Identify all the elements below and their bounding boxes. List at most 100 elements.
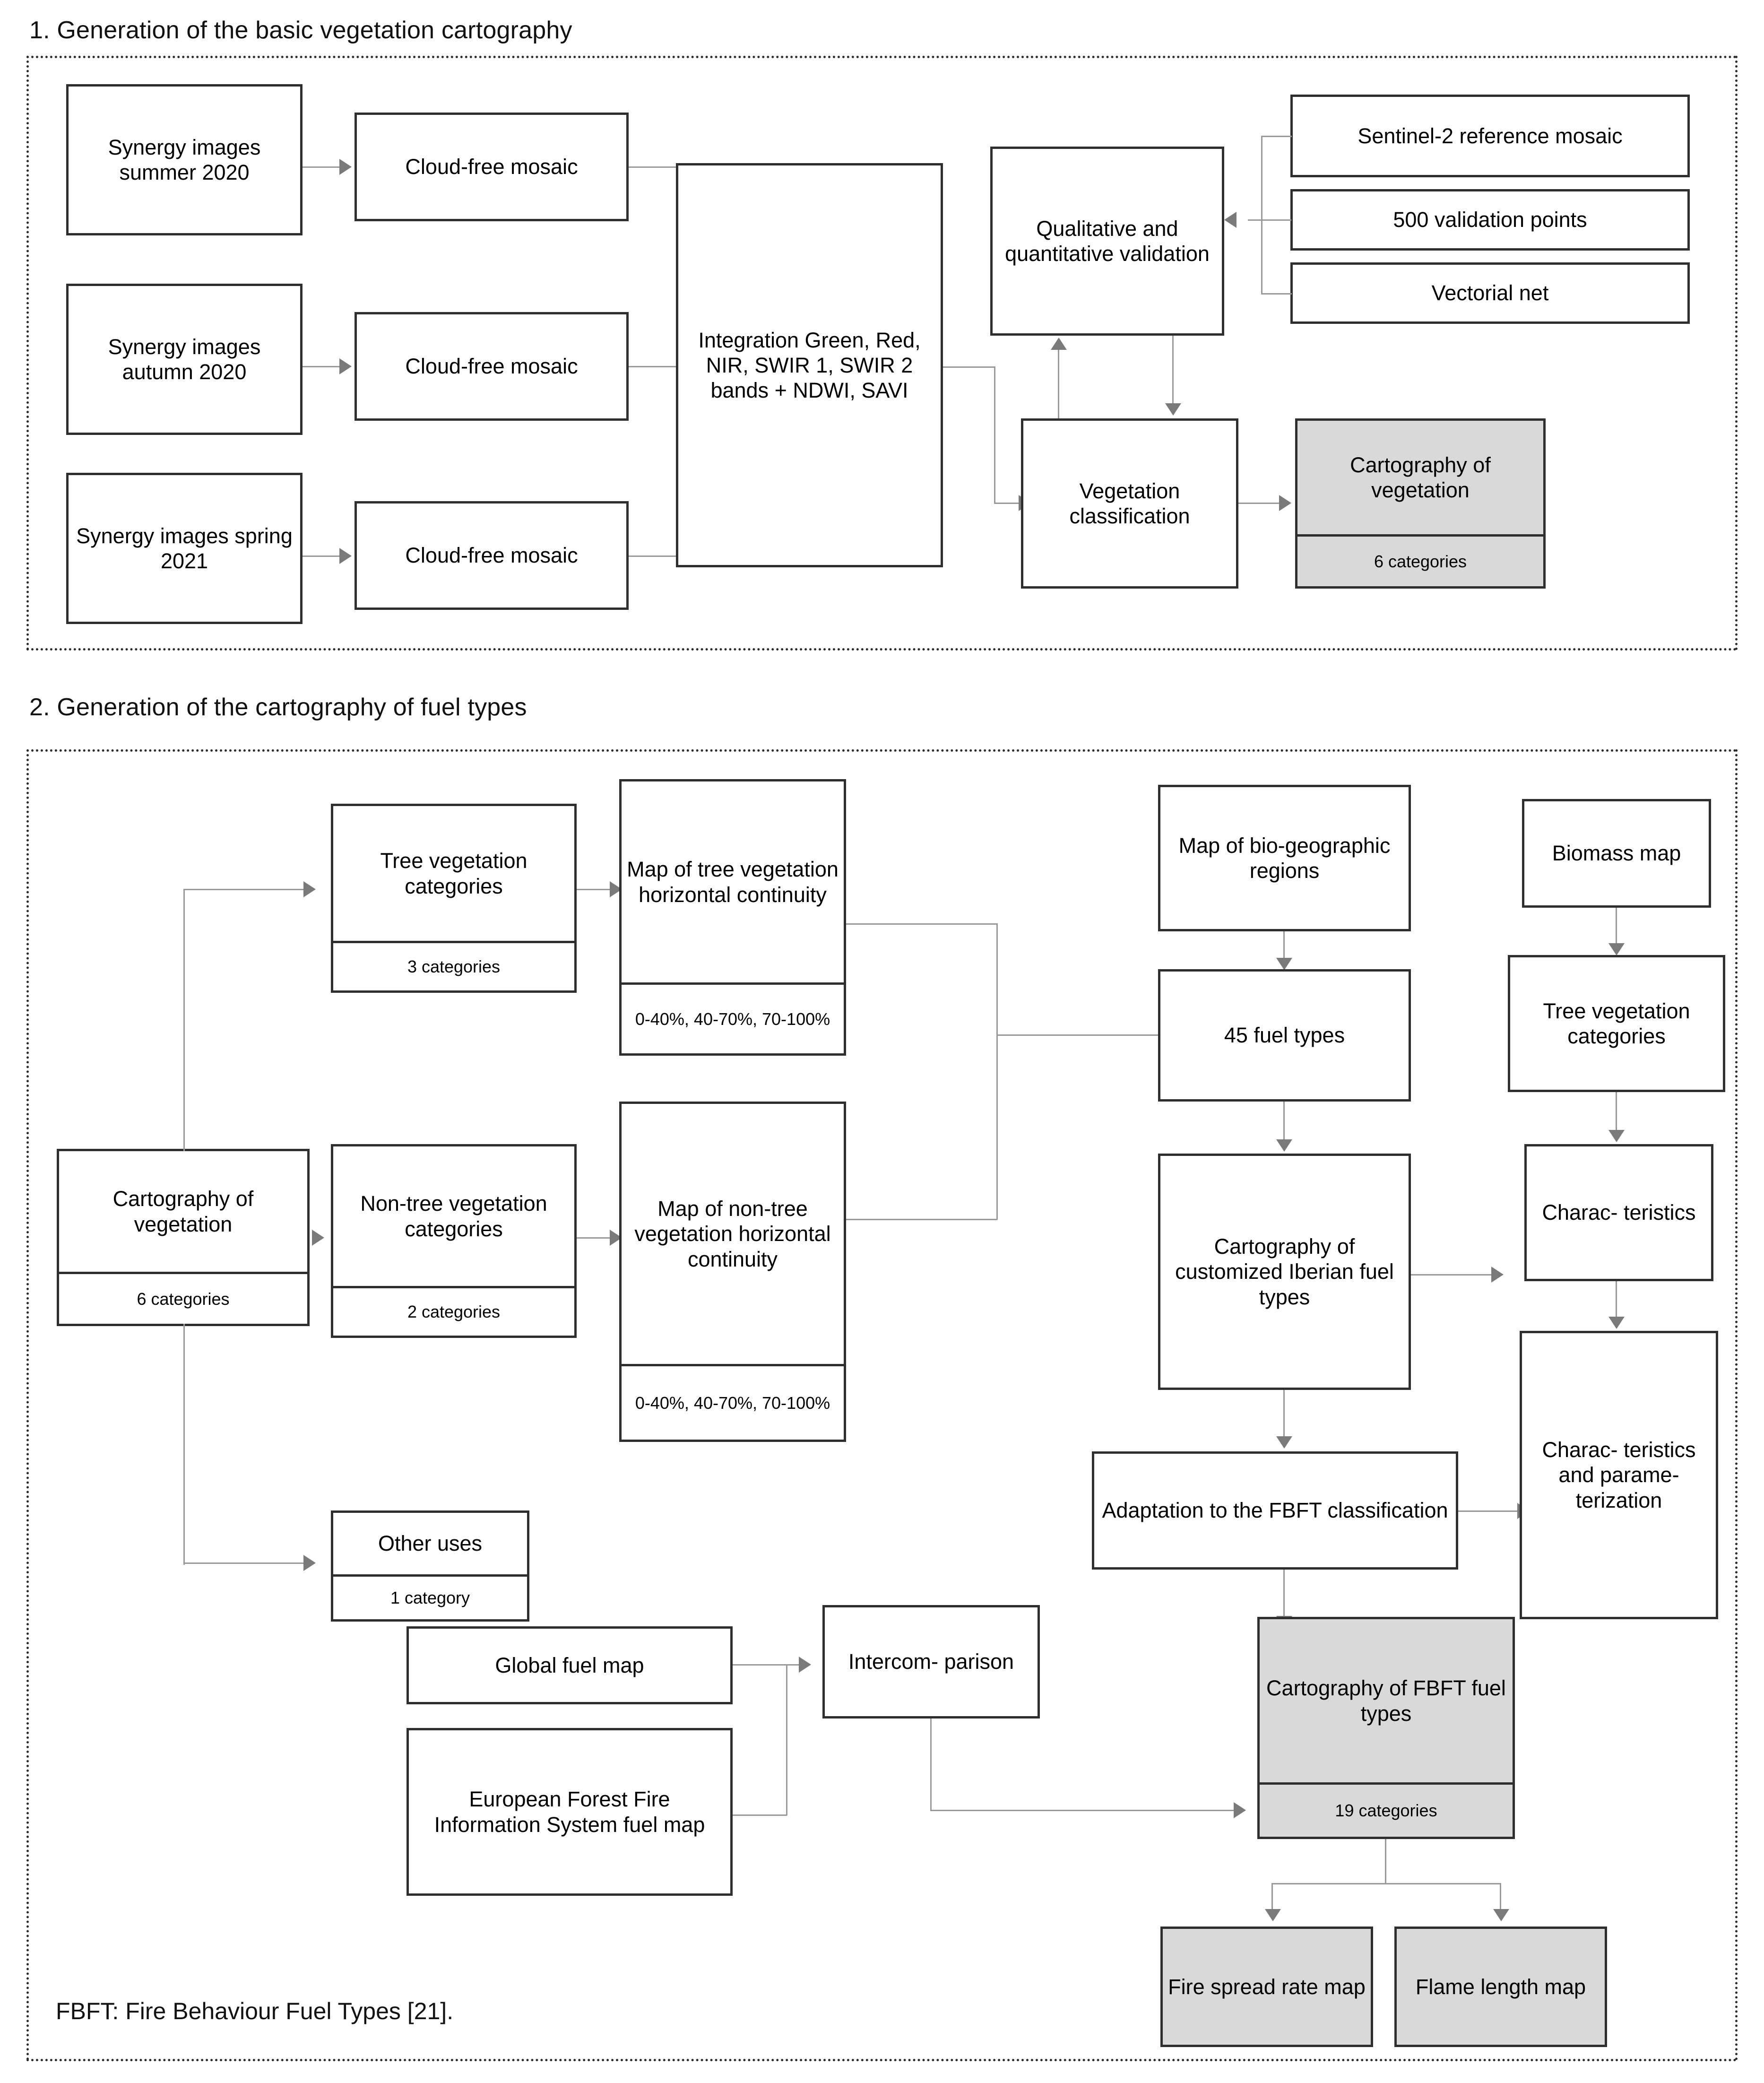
node-sublabel: 0-40%, 40-70%, 70-100% <box>622 1364 844 1440</box>
node-label: Fire spread rate map <box>1168 1974 1366 1999</box>
connector <box>303 555 340 557</box>
node-intercomparison: Intercom- parison <box>822 1605 1040 1718</box>
node-qualitative-quantitative-validation: Qualitative and quantitative validation <box>990 147 1224 336</box>
node-label: Intercom- parison <box>848 1649 1014 1674</box>
node-cartography-of-vegetation-s1: Cartography of vegetation 6 categories <box>1295 418 1546 589</box>
node-label: Non-tree vegetation categories <box>360 1191 547 1241</box>
connector <box>577 1237 612 1239</box>
node-characteristics: Charac- teristics <box>1524 1144 1713 1281</box>
node-label: Charac- teristics and parame- terization <box>1542 1438 1696 1512</box>
node-adaptation-to-fbft-classification: Adaptation to the FBFT classification <box>1092 1451 1458 1570</box>
node-label: Cartography of customized Iberian fuel t… <box>1175 1234 1394 1309</box>
connector <box>1248 219 1291 221</box>
node-label: Flame length map <box>1415 1974 1586 1999</box>
node-cloud-free-mosaic-3: Cloud-free mosaic <box>355 501 629 610</box>
connector <box>846 1219 997 1220</box>
node-label: 45 fuel types <box>1224 1023 1345 1048</box>
arrowhead <box>1491 1267 1504 1283</box>
connector <box>1271 1883 1273 1911</box>
arrowhead <box>1608 1130 1625 1142</box>
arrowhead <box>1265 1909 1281 1921</box>
node-label: Global fuel map <box>495 1653 644 1677</box>
node-tree-vegetation-categories: Tree vegetation categories 3 categories <box>331 804 577 993</box>
section-1-title: 1. Generation of the basic vegetation ca… <box>29 17 572 44</box>
node-cloud-free-mosaic-2: Cloud-free mosaic <box>355 312 629 421</box>
connector <box>930 1718 932 1811</box>
node-synergy-autumn: Synergy images autumn 2020 <box>66 284 303 435</box>
connector <box>994 503 1022 504</box>
connector <box>183 1562 306 1564</box>
arrowhead <box>1276 1436 1292 1449</box>
node-label: Synergy images summer 2020 <box>108 135 261 184</box>
arrowhead <box>303 881 316 897</box>
connector <box>1261 136 1262 294</box>
node-45-fuel-types: 45 fuel types <box>1158 969 1411 1102</box>
node-synergy-spring: Synergy images spring 2021 <box>66 473 303 624</box>
node-500-validation-points: 500 validation points <box>1290 189 1690 251</box>
connector <box>629 166 690 168</box>
arrowhead <box>339 548 352 564</box>
node-label: Cartography of FBFT fuel types <box>1266 1676 1506 1726</box>
connector <box>1385 1839 1386 1884</box>
connector <box>733 1664 801 1666</box>
connector <box>996 1034 1259 1036</box>
node-other-uses: Other uses 1 category <box>331 1510 529 1622</box>
node-label: Tree vegetation categories <box>380 849 527 898</box>
node-sublabel: 0-40%, 40-70%, 70-100% <box>622 982 844 1053</box>
node-map-of-non-tree-vegetation-continuity: Map of non-tree vegetation horizontal co… <box>619 1102 846 1442</box>
node-label: Integration Green, Red, NIR, SWIR 1, SWI… <box>698 328 921 403</box>
node-cartography-customized-iberian-fuel-types: Cartography of customized Iberian fuel t… <box>1158 1154 1411 1390</box>
connector <box>1458 1510 1520 1512</box>
arrowhead <box>303 1555 316 1571</box>
connector <box>1411 1274 1494 1276</box>
connector <box>1500 1883 1501 1911</box>
node-sublabel: 2 categories <box>333 1286 574 1336</box>
node-label: Qualitative and quantitative validation <box>1005 216 1210 266</box>
arrowhead <box>1493 1909 1509 1921</box>
node-label: Cartography of vegetation <box>112 1187 254 1236</box>
connector <box>996 923 998 1220</box>
connector <box>1261 293 1292 295</box>
connector <box>183 1324 185 1565</box>
connector <box>1261 136 1292 137</box>
node-fire-spread-rate-map: Fire spread rate map <box>1160 1927 1373 2047</box>
arrowhead <box>1165 403 1181 416</box>
node-synergy-summer: Synergy images summer 2020 <box>66 84 303 235</box>
node-map-of-biogeographic-regions: Map of bio-geographic regions <box>1158 785 1411 931</box>
arrowhead <box>1608 1317 1625 1329</box>
node-label: Cloud-free mosaic <box>405 354 578 379</box>
section-2-panel <box>26 749 1738 2061</box>
node-label: European Forest Fire Information System … <box>434 1787 705 1837</box>
node-label: Cloud-free mosaic <box>405 155 578 179</box>
connector <box>1616 1092 1617 1132</box>
node-characteristics-and-parameterization: Charac- teristics and parame- terization <box>1520 1331 1718 1619</box>
arrowhead <box>1224 212 1237 228</box>
connector <box>183 889 306 890</box>
node-label: Map of bio-geographic regions <box>1178 833 1391 883</box>
connector <box>629 366 714 367</box>
arrowhead <box>339 358 352 374</box>
node-label: Synergy images spring 2021 <box>76 523 293 573</box>
arrowhead <box>799 1657 811 1673</box>
node-non-tree-vegetation-categories: Non-tree vegetation categories 2 categor… <box>331 1144 577 1338</box>
arrowhead <box>1279 495 1291 511</box>
node-efis-fuel-map: European Forest Fire Information System … <box>406 1728 733 1896</box>
node-flame-length-map: Flame length map <box>1394 1927 1607 2047</box>
arrowhead <box>1234 1802 1246 1818</box>
node-map-of-tree-vegetation-continuity: Map of tree vegetation horizontal contin… <box>619 779 846 1056</box>
connector <box>733 1814 787 1816</box>
node-sublabel: 3 categories <box>333 941 574 990</box>
node-sublabel: 6 categories <box>59 1272 307 1324</box>
connector <box>183 889 185 1151</box>
connector <box>303 366 340 367</box>
connector <box>1283 1102 1285 1142</box>
node-label: Map of tree vegetation horizontal contin… <box>627 857 839 907</box>
node-cartography-of-fbft-fuel-types: Cartography of FBFT fuel types 19 catego… <box>1257 1617 1515 1839</box>
node-label: Cloud-free mosaic <box>405 543 578 568</box>
node-cloud-free-mosaic-1: Cloud-free mosaic <box>355 113 629 221</box>
node-label: Adaptation to the FBFT classification <box>1102 1498 1448 1523</box>
node-label: Vectorial net <box>1431 281 1549 305</box>
node-label: Tree vegetation categories <box>1543 998 1690 1048</box>
connector <box>577 889 612 890</box>
